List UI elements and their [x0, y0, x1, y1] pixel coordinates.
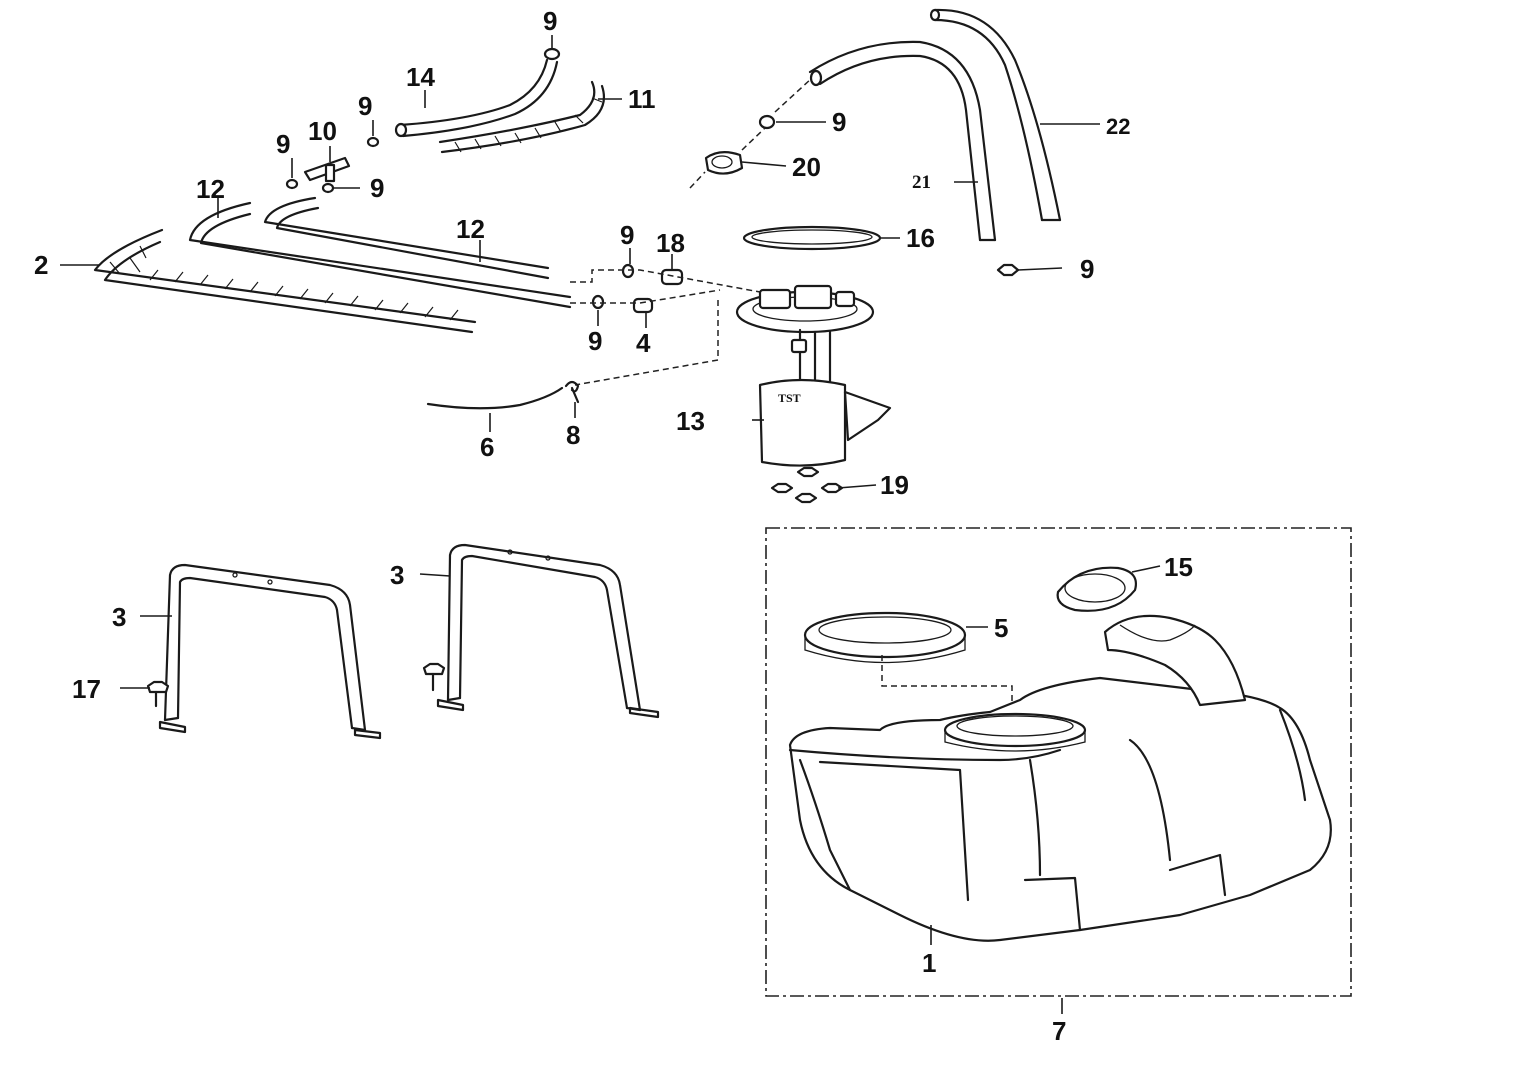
tee-fitting-part-10 [303, 156, 351, 183]
callout-18: 18 [656, 228, 685, 258]
tank-strap-bracket-left [158, 563, 382, 740]
clamp-part-9-a [366, 136, 380, 148]
callout-9-top: 9 [543, 6, 557, 36]
callout-9-right: 9 [1080, 254, 1094, 284]
bolt-part-17-right [422, 662, 446, 692]
hose-part-22 [929, 8, 1062, 222]
callout-22: 22 [1106, 114, 1130, 139]
callout-2: 2 [34, 250, 48, 280]
callout-9-center-b: 9 [588, 326, 602, 356]
callout-14: 14 [406, 62, 435, 92]
tank-assembly-boundary-part-7 [765, 527, 1352, 997]
clamp-part-9-b [285, 178, 299, 190]
bolt-part-17-left [146, 680, 170, 708]
hose-part-12-upper [263, 196, 550, 280]
callout-9-left-a: 9 [358, 91, 372, 121]
callout-20: 20 [792, 152, 821, 182]
callout-9-upper-right: 9 [832, 107, 846, 137]
clamp-part-9-d [621, 263, 635, 279]
braided-hose-part-11 [438, 80, 606, 154]
callout-4: 4 [636, 328, 651, 358]
tank-strap-bracket-right [436, 543, 660, 719]
clamp-part-9-f [758, 114, 776, 130]
callout-9-left-b: 9 [276, 129, 290, 159]
callout-12-center: 12 [456, 214, 485, 244]
callout-19: 19 [880, 470, 909, 500]
callout-1: 1 [922, 948, 936, 978]
clamp-part-9-e [591, 294, 605, 310]
fuel-tank-part-1 [788, 614, 1332, 942]
hose-part-21 [808, 40, 997, 242]
hose-part-12-lower [188, 201, 572, 309]
clamp-part-9-top [543, 47, 561, 61]
braided-hose-part-2 [93, 228, 477, 334]
clamp-part-9-g [996, 263, 1020, 277]
callout-16: 16 [906, 223, 935, 253]
callout-6: 6 [480, 432, 494, 462]
callout-9-center-a: 9 [620, 220, 634, 250]
hose-part-14 [394, 58, 559, 138]
callout-12-left: 12 [196, 174, 225, 204]
callout-8: 8 [566, 420, 580, 450]
callout-5: 5 [994, 613, 1008, 643]
callout-21: 21 [912, 172, 931, 193]
fuel-pump-assembly-part-13: TST [735, 284, 892, 467]
callout-7: 7 [1052, 1016, 1066, 1046]
callout-13: 13 [676, 406, 705, 436]
gasket-ring-part-16 [742, 225, 882, 251]
callout-15: 15 [1164, 552, 1193, 582]
pump-label-text: TST [778, 391, 801, 405]
valve-part-20 [704, 151, 744, 175]
clamp-part-8 [564, 380, 580, 404]
callout-9-left-c: 9 [370, 173, 384, 203]
lock-ring-part-5 [803, 611, 967, 664]
fuel-cap-part-15 [1056, 566, 1137, 612]
callout-3-right-bracket: 3 [390, 560, 404, 590]
callout-10: 10 [308, 116, 337, 146]
callout-11: 11 [628, 84, 656, 114]
nuts-part-19 [770, 466, 844, 504]
callout-17: 17 [72, 674, 101, 704]
clamp-part-9-c [321, 182, 335, 194]
callout-3-left-bracket: 3 [112, 602, 126, 632]
hose-part-6 [426, 386, 564, 410]
fitting-part-4 [632, 297, 654, 314]
